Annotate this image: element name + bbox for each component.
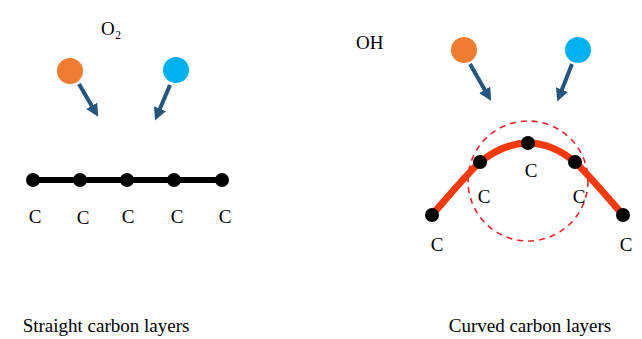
molecule-circle — [451, 37, 477, 63]
carbon-atoms — [425, 136, 630, 222]
curved-layer — [432, 143, 623, 215]
carbon-label: C — [171, 207, 184, 228]
carbon-label: C — [431, 235, 444, 256]
highlight-circle — [468, 121, 588, 241]
approach-arrows — [79, 64, 572, 111]
oxygen-molecule: O₂ — [451, 37, 477, 63]
carbon-label: C — [478, 187, 491, 208]
carbon-label: C — [122, 207, 135, 228]
carbon-label: C — [219, 207, 232, 228]
molecule-label: OH — [356, 33, 382, 54]
carbon-label: C — [29, 207, 42, 228]
carbon-label: C — [573, 187, 586, 208]
molecule-circle — [163, 57, 189, 83]
molecule-circle — [57, 58, 83, 84]
oxygen-molecule: O₂ — [57, 58, 83, 84]
carbon-label: C — [77, 208, 90, 229]
carbon-label: C — [620, 235, 633, 256]
carbon-label: C — [525, 161, 538, 182]
hydroxyl-group: OH — [565, 37, 591, 63]
hydroxyl-group: OH — [163, 57, 189, 83]
panel-caption: Straight carbon layers — [23, 316, 190, 337]
panel-caption: Curved carbon layers — [449, 316, 612, 337]
carbon-atoms — [26, 173, 229, 187]
molecule-label: O₂ — [101, 19, 127, 40]
molecule-circle — [565, 37, 591, 63]
